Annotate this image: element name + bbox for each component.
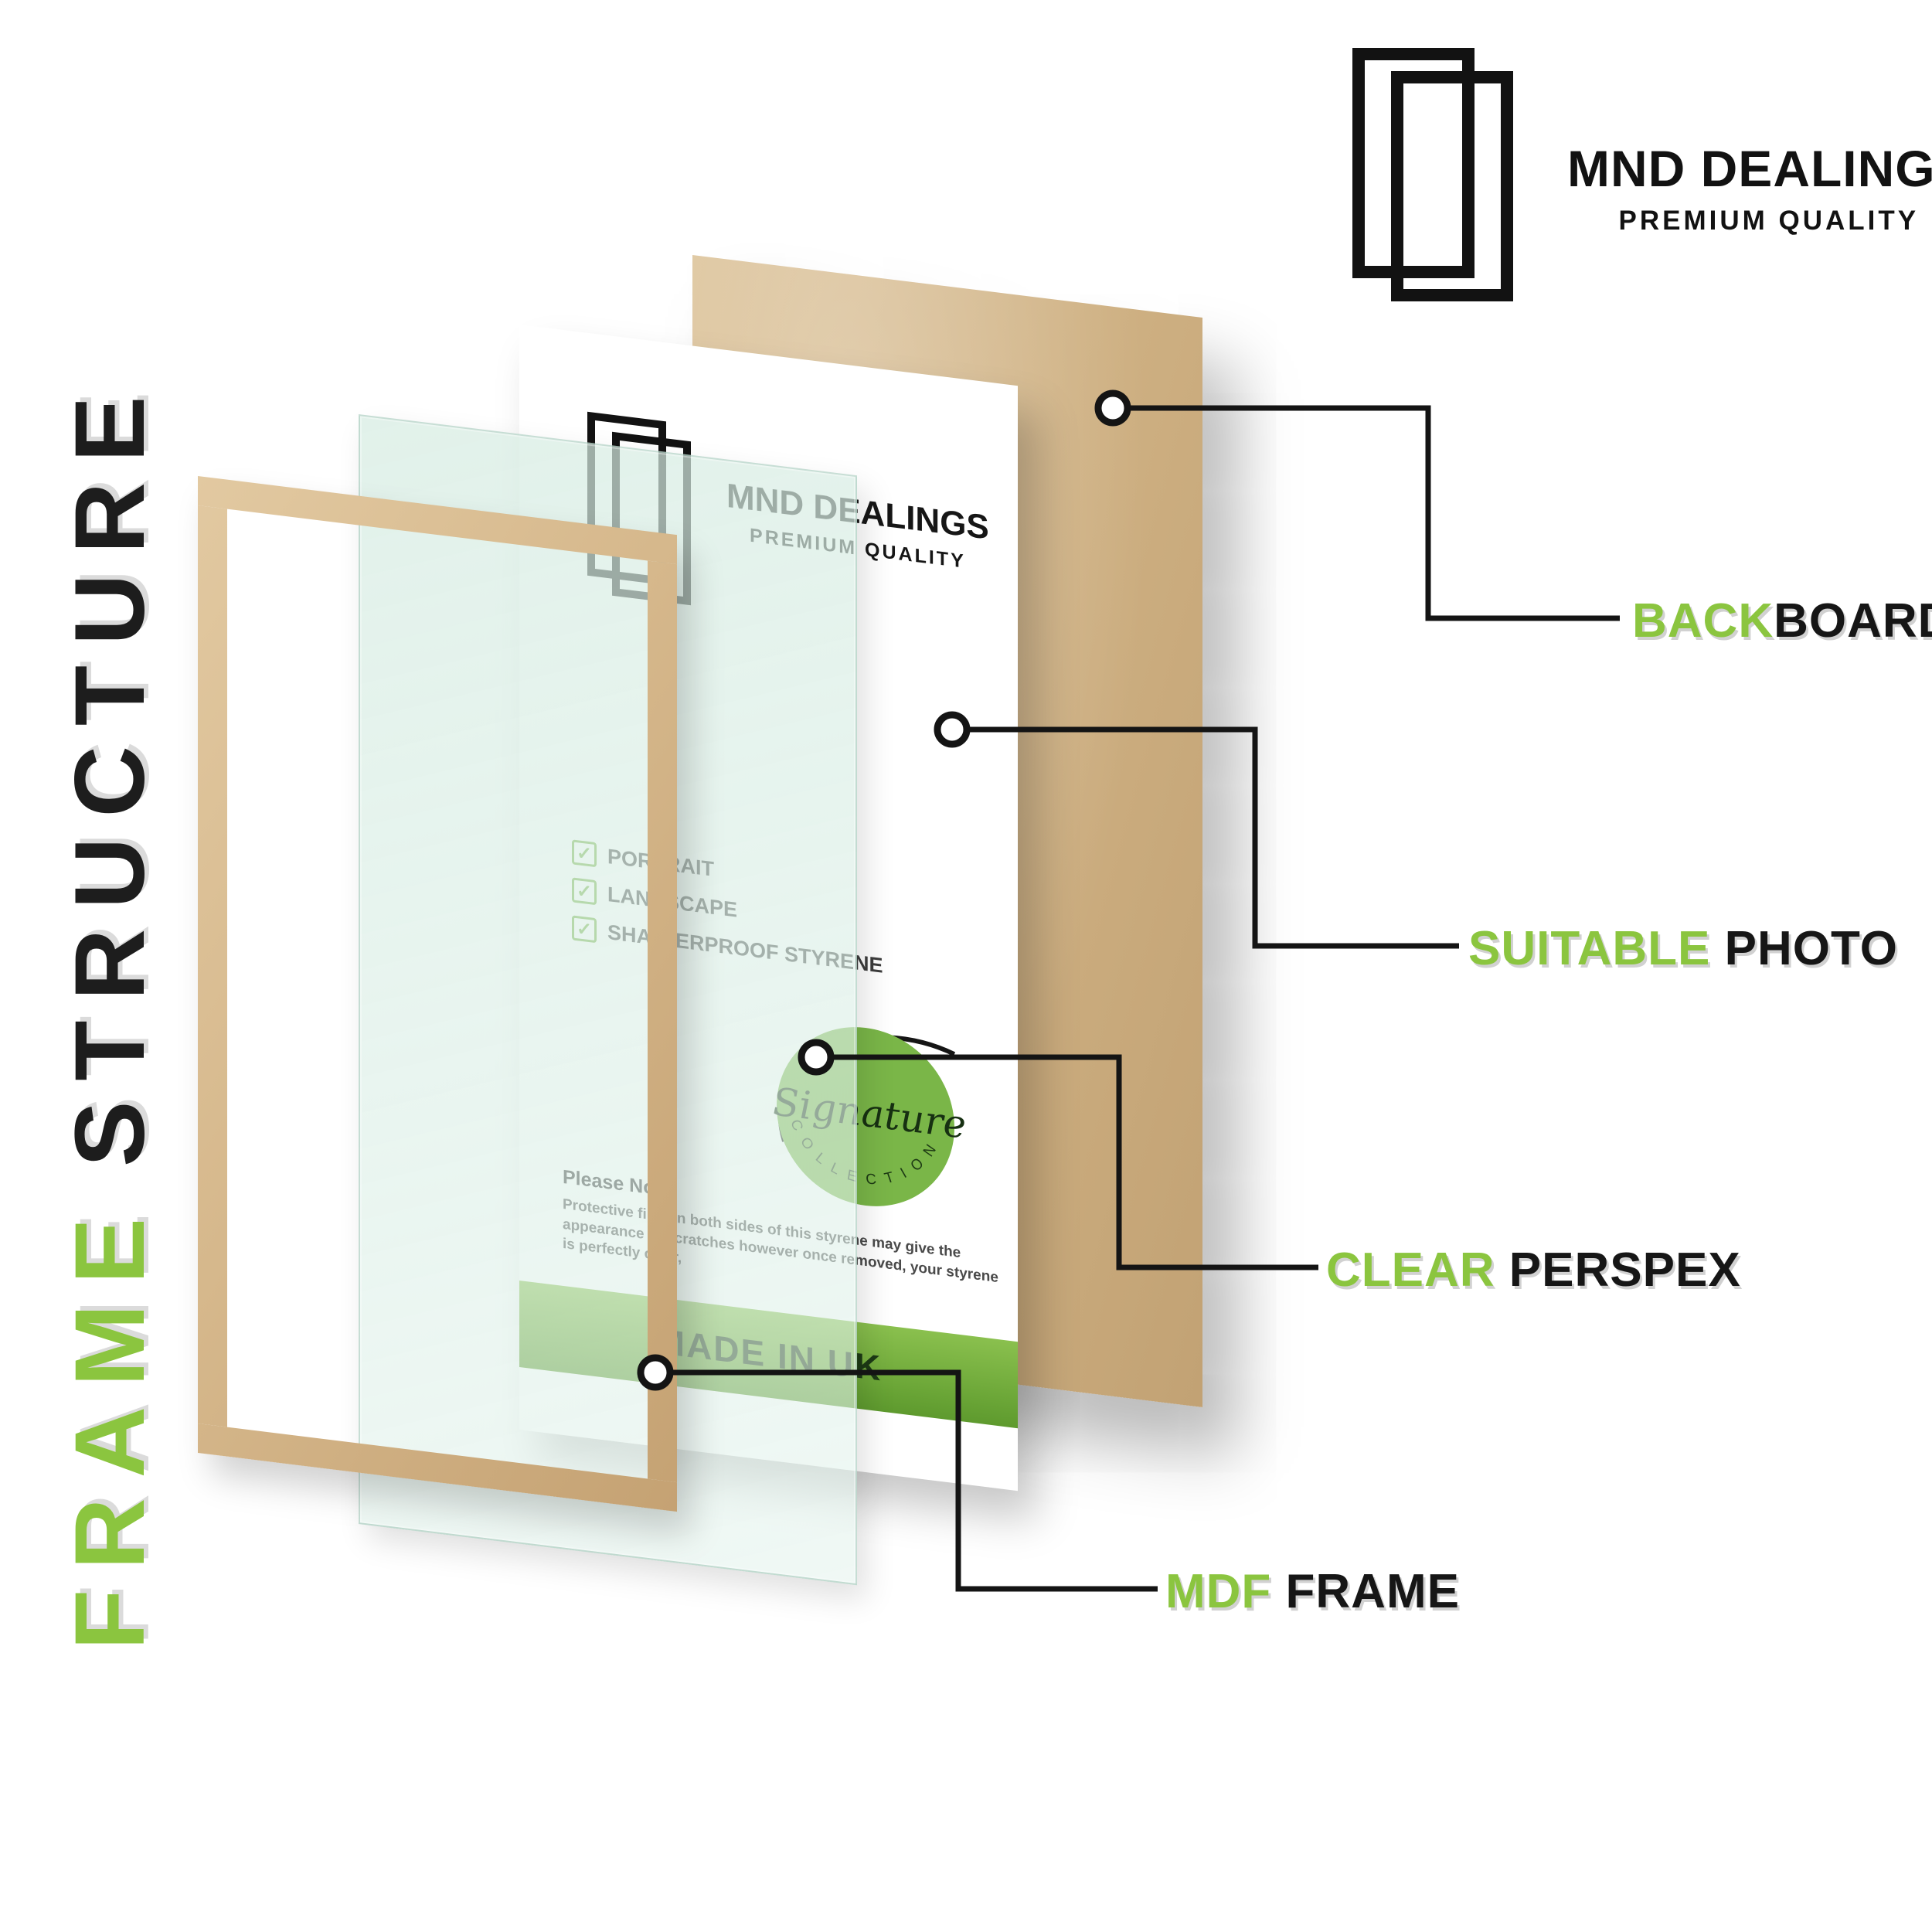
wood-frame-layer — [198, 476, 677, 1512]
vertical-title-frame: FRAME — [55, 1197, 165, 1650]
brand-text: MND DEALINGS PREMIUM QUALITY — [1567, 139, 1932, 236]
callout-perspex-dark: PERSPEX — [1495, 1243, 1741, 1297]
callout-suitable-photo: SUITABLE PHOTO — [1468, 921, 1898, 976]
logo-frame-rect-outer — [1352, 48, 1475, 278]
callout-photo-dark: PHOTO — [1710, 922, 1898, 975]
logo-frame-rect-inner — [1391, 71, 1513, 301]
brand-logo: MND DEALINGS PREMIUM QUALITY — [1352, 48, 1932, 304]
callout-mdf-frame: MDF FRAME — [1165, 1564, 1460, 1619]
callout-perspex-green: CLEAR — [1326, 1243, 1495, 1297]
brand-name: MND DEALINGS — [1567, 140, 1932, 197]
callout-backboard: BACKBOARD — [1632, 594, 1932, 648]
vertical-title: FRAME STRUCTURE — [45, 376, 176, 1650]
callout-clear-perspex: CLEAR PERSPEX — [1326, 1243, 1741, 1298]
callout-photo-green: SUITABLE — [1468, 922, 1711, 975]
brand-tagline: PREMIUM QUALITY — [1618, 206, 1920, 236]
callout-backboard-green: BACK — [1632, 594, 1774, 648]
callout-frame-green: MDF — [1165, 1565, 1272, 1618]
vertical-title-structure: STRUCTURE — [55, 376, 165, 1167]
callout-backboard-dark: BOARD — [1774, 594, 1932, 648]
brand-logo-icon — [1352, 48, 1532, 304]
callout-frame-dark: FRAME — [1271, 1565, 1460, 1618]
